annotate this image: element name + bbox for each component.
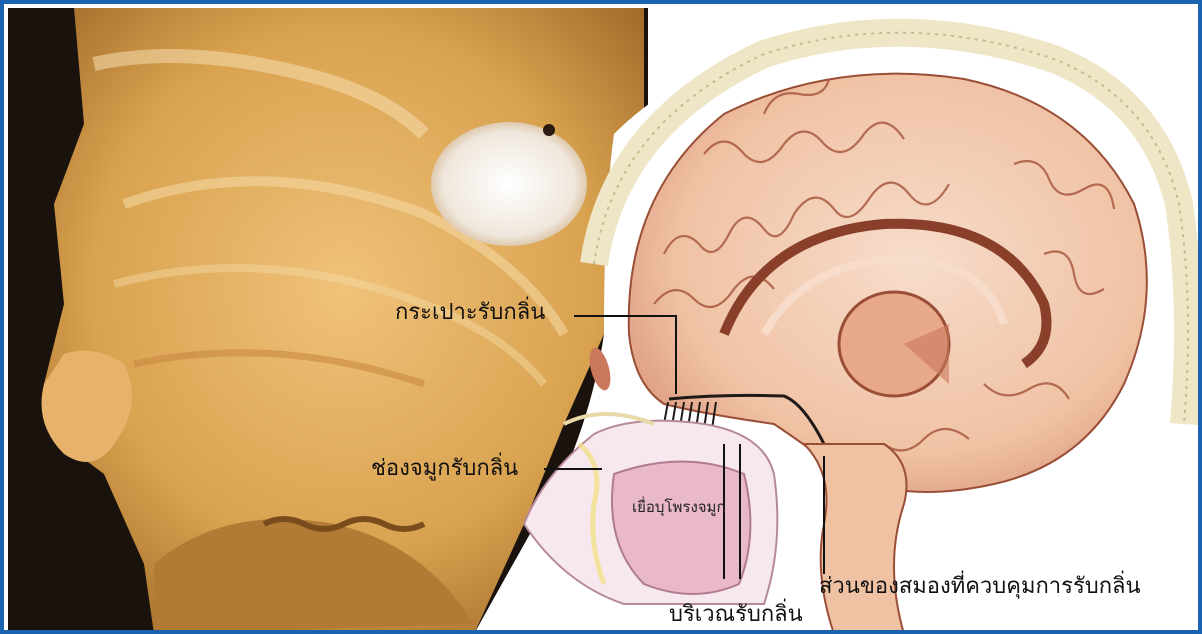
label-nasal-mucosa: เยื่อบุโพรงจมูก (632, 498, 726, 516)
anatomy-illustration (4, 4, 1202, 634)
label-olfactory-nasal-cavity: ช่องจมูกรับกลิ่น (371, 456, 518, 482)
label-olfactory-bulb: กระเปาะรับกลิ่น (395, 300, 545, 326)
label-olfactory-cortex: ส่วนของสมองที่ควบคุมการรับกลิ่น (819, 574, 1141, 600)
label-olfactory-region: บริเวณรับกลิ่น (669, 602, 803, 628)
